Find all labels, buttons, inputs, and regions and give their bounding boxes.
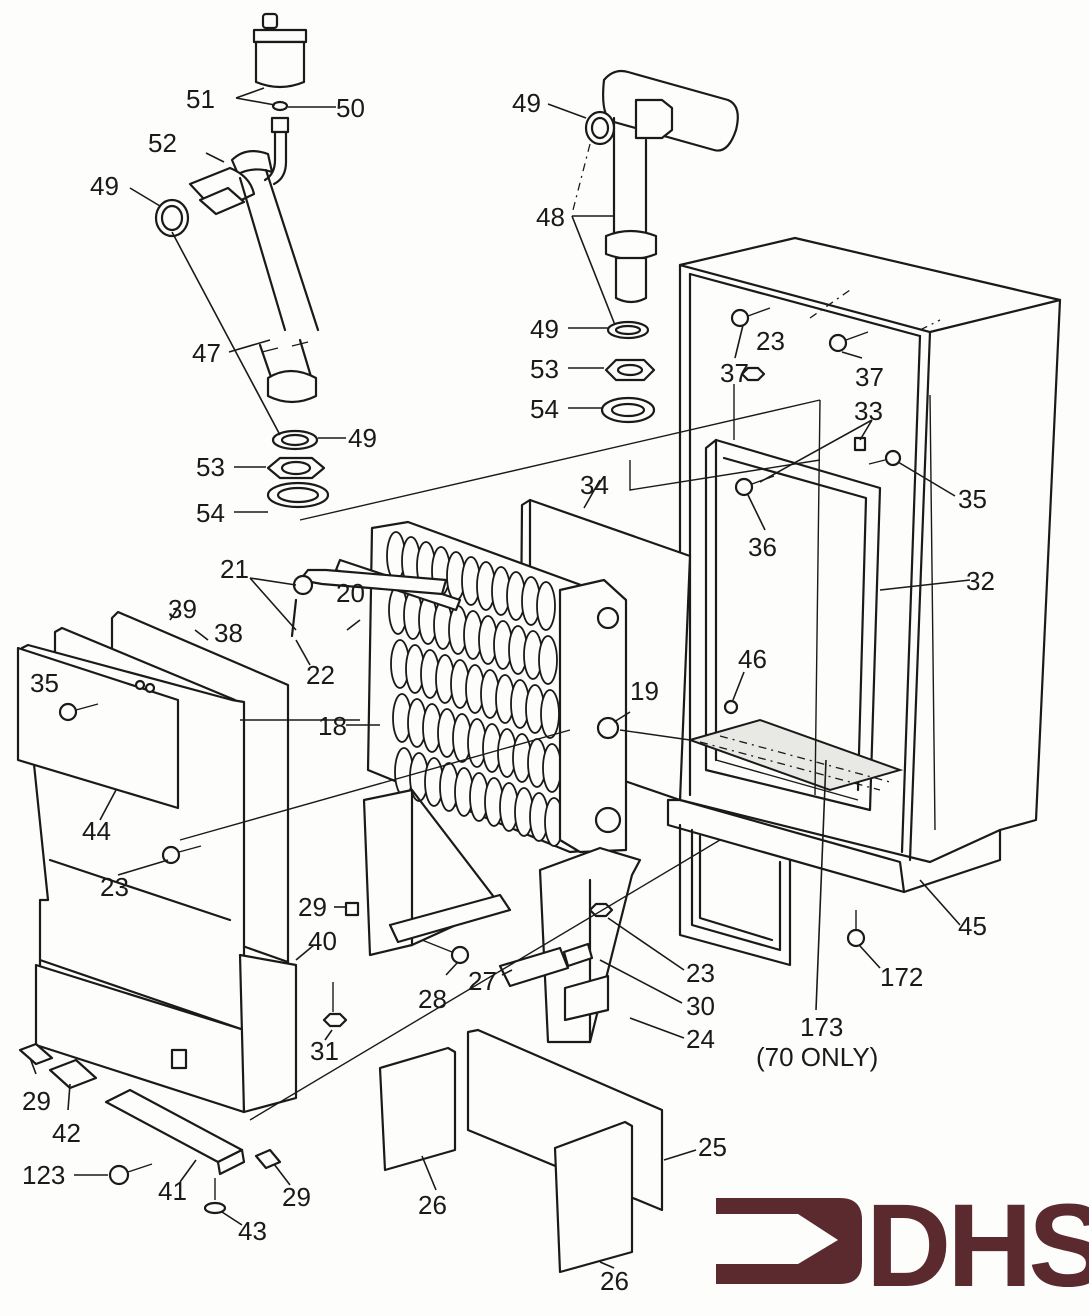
callout-33: 33 xyxy=(854,396,883,426)
heat-exchanger-fin xyxy=(536,581,556,631)
callout-38: 38 xyxy=(214,618,243,648)
washers-left xyxy=(154,198,330,509)
callout-54: 54 xyxy=(196,498,225,528)
callout-49: 49 xyxy=(512,88,541,118)
panel-40 xyxy=(238,953,298,1114)
callout-19: 19 xyxy=(630,676,659,706)
pipe-47 xyxy=(188,116,320,404)
callout-42: 42 xyxy=(52,1118,81,1148)
arrow-right-icon xyxy=(716,1198,862,1284)
callout-47: 47 xyxy=(192,338,221,368)
callout-39: 39 xyxy=(168,594,197,624)
callout-41: 41 xyxy=(158,1176,187,1206)
callout-51: 51 xyxy=(186,84,215,114)
heat-exchanger-fin xyxy=(540,689,560,739)
callout-26: 26 xyxy=(418,1190,447,1220)
panel-26-left xyxy=(378,1046,457,1172)
callout-31: 31 xyxy=(310,1036,339,1066)
callout-24: 24 xyxy=(686,1024,715,1054)
callout-18: 18 xyxy=(318,711,347,741)
callout-173-note: (70 ONLY) xyxy=(756,1042,878,1072)
callout-48: 48 xyxy=(536,202,565,232)
heat-exchanger-fin xyxy=(542,743,562,793)
callout-53: 53 xyxy=(196,452,225,482)
callout-21: 21 xyxy=(220,554,249,584)
callout-46: 46 xyxy=(738,644,767,674)
callout-53: 53 xyxy=(530,354,559,384)
callout-30: 30 xyxy=(686,991,715,1021)
front-case xyxy=(16,643,246,1114)
pipe-48 xyxy=(572,69,739,424)
callout-35: 35 xyxy=(958,484,987,514)
callout-35: 35 xyxy=(30,668,59,698)
callout-29: 29 xyxy=(282,1182,311,1212)
casing-45 xyxy=(666,236,1062,967)
callout-40: 40 xyxy=(308,926,337,956)
callout-49: 49 xyxy=(90,171,119,201)
burner-frame xyxy=(344,788,512,965)
leader-lines xyxy=(29,87,971,1269)
callout-123: 123 xyxy=(22,1160,65,1190)
callout-172: 172 xyxy=(880,962,923,992)
callout-49: 49 xyxy=(348,423,377,453)
callout-173: 173 xyxy=(800,1012,843,1042)
air-vent-51 xyxy=(252,12,308,112)
callout-20: 20 xyxy=(336,578,365,608)
callout-23: 23 xyxy=(686,958,715,988)
panel-26-right xyxy=(553,1120,634,1274)
logo-text: DHS xyxy=(866,1180,1089,1312)
callout-34: 34 xyxy=(580,470,609,500)
callouts: 51 50 52 49 47 49 53 54 49 48 49 53 54 3… xyxy=(22,84,995,1296)
callout-28: 28 xyxy=(418,984,447,1014)
dhs-logo: DHS xyxy=(716,1180,1089,1312)
assembly-lines xyxy=(179,384,936,1121)
callout-25: 25 xyxy=(698,1132,727,1162)
callout-36: 36 xyxy=(748,532,777,562)
callout-29: 29 xyxy=(298,892,327,922)
callout-27: 27 xyxy=(468,966,497,996)
callout-37: 37 xyxy=(855,362,884,392)
stand-24 xyxy=(498,846,642,1044)
callout-23: 23 xyxy=(100,872,129,902)
callout-26: 26 xyxy=(600,1266,629,1296)
callout-22: 22 xyxy=(306,660,335,690)
heat-exchanger-fin xyxy=(538,635,558,685)
callout-52: 52 xyxy=(148,128,177,158)
callout-23: 23 xyxy=(756,326,785,356)
callout-44: 44 xyxy=(82,816,111,846)
callout-43: 43 xyxy=(238,1216,267,1246)
callout-37: 37 xyxy=(720,358,749,388)
callout-50: 50 xyxy=(336,93,365,123)
callout-49: 49 xyxy=(530,314,559,344)
bracket-41 xyxy=(104,1088,246,1176)
screws-casing xyxy=(723,307,902,948)
callout-54: 54 xyxy=(530,394,559,424)
callout-45: 45 xyxy=(958,911,987,941)
callout-29: 29 xyxy=(22,1086,51,1116)
callout-32: 32 xyxy=(966,566,995,596)
